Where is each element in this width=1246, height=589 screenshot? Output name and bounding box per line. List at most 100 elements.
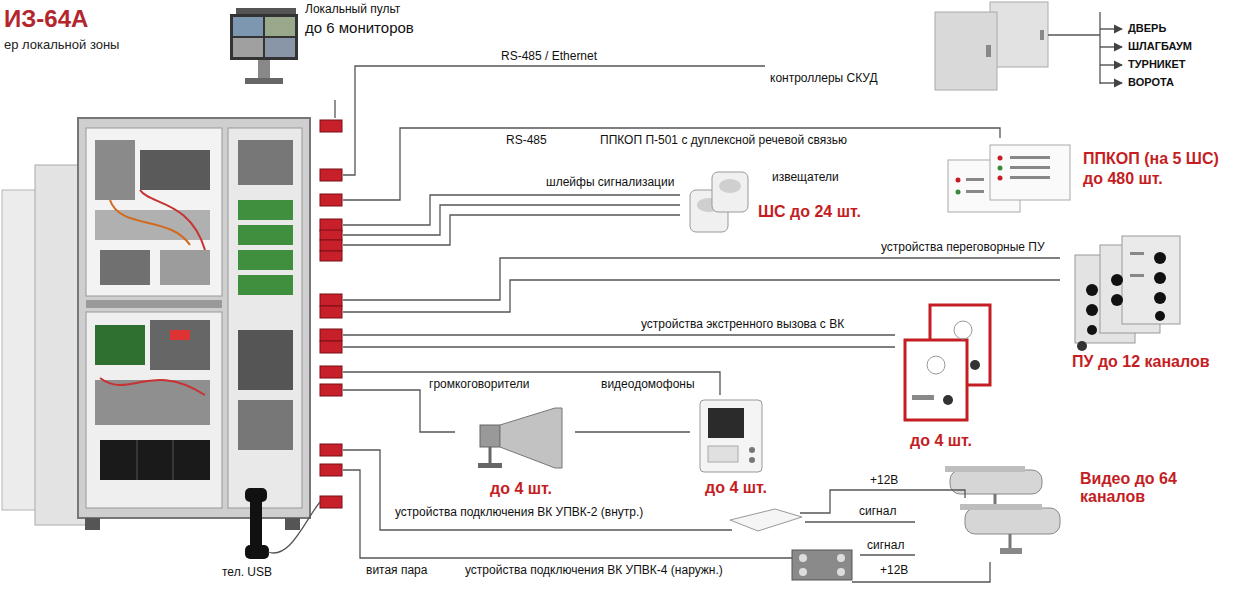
wire xyxy=(343,346,895,347)
call-unit: до 4 шт. xyxy=(895,300,995,460)
video-intercom: до 4 шт. xyxy=(690,395,800,500)
access-controller: контроллеры СКУД xyxy=(765,0,1055,95)
server-cabinet-drawing xyxy=(95,380,210,425)
call-unit-drawing xyxy=(905,305,990,420)
alarm-panel-drawing xyxy=(998,156,1003,161)
connector-label: видеодомофоны xyxy=(600,378,696,392)
server-cabinet-drawing xyxy=(95,325,145,365)
intercom-drawing xyxy=(1122,236,1180,324)
node-text: Видео до 64 каналов xyxy=(1080,470,1215,507)
node-text: устройства подключения ВК УПВК-4 (наружн… xyxy=(465,564,723,578)
connector xyxy=(343,450,390,530)
monitor xyxy=(265,17,295,36)
loudspeaker-drawing xyxy=(478,463,502,468)
video-intercom-drawing xyxy=(700,400,762,472)
server-cabinet-drawing xyxy=(160,250,210,285)
server-cabinet-drawing xyxy=(85,518,100,530)
node-text: до 4 шт. xyxy=(705,479,767,497)
intercom-drawing xyxy=(1154,292,1166,304)
server-cabinet-drawing xyxy=(285,518,300,530)
connection-unit-drawing xyxy=(837,568,845,576)
intercom-drawing xyxy=(1077,341,1087,351)
output-arrow xyxy=(1100,28,1122,29)
alarm-panel-drawing xyxy=(1010,166,1050,169)
connector xyxy=(343,334,895,335)
intercom-drawing xyxy=(1075,236,1180,351)
video-intercom-drawing xyxy=(700,400,762,472)
monitor xyxy=(230,8,298,84)
wire xyxy=(1048,34,1100,35)
server-cabinet-drawing xyxy=(238,400,293,450)
connector xyxy=(334,100,335,118)
server-cabinet-drawing xyxy=(140,150,210,190)
wire xyxy=(268,12,1100,582)
video-intercom-drawing xyxy=(749,447,755,453)
camera-drawing xyxy=(945,466,1060,554)
server-cabinet-drawing xyxy=(95,140,135,200)
camera-drawing xyxy=(965,508,1060,534)
alarm-panel-drawing xyxy=(948,145,1070,212)
camera-drawing xyxy=(1009,534,1012,550)
loudspeaker: до 4 шт. xyxy=(455,400,575,505)
connection-unit-drawing xyxy=(799,568,807,576)
server-cabinet-drawing xyxy=(238,275,293,295)
server-cabinet-drawing xyxy=(100,440,210,480)
connector xyxy=(860,554,915,555)
signal-name: +12В xyxy=(880,564,908,578)
server-cabinet-drawing xyxy=(238,140,293,185)
wire xyxy=(268,502,320,553)
connector-label: устройства переговорные ПУ xyxy=(880,241,1046,255)
wire xyxy=(852,562,990,582)
connector-block xyxy=(320,219,342,231)
connector-block xyxy=(320,444,342,456)
bus-note: ППКОП П-501 с дуплексной речевой связью xyxy=(600,134,847,148)
connection-unit-drawing xyxy=(730,509,802,531)
call-unit-drawing xyxy=(912,395,934,400)
connector-block xyxy=(320,240,342,251)
wire xyxy=(343,280,1060,312)
output-arrow xyxy=(1100,46,1122,47)
connector-label: устройства экстренного вызова с ВК xyxy=(640,318,845,332)
wire xyxy=(343,215,680,245)
connector-label: шлейфы сигнализации xyxy=(545,176,675,190)
call-unit-drawing xyxy=(927,356,945,374)
server-cabinet-drawing xyxy=(110,200,190,245)
loudspeaker-drawing xyxy=(500,408,562,468)
connection-unit-drawing xyxy=(730,509,852,580)
alarm-panel-drawing xyxy=(966,178,984,181)
wire xyxy=(390,529,732,530)
camera-drawing xyxy=(945,466,1025,472)
monitor xyxy=(230,14,298,60)
connector-block xyxy=(320,341,342,353)
connector xyxy=(343,205,680,235)
server-cabinet-drawing xyxy=(86,312,222,508)
alarm-panel-drawing xyxy=(1010,156,1050,159)
server-cabinet-drawing xyxy=(78,118,310,518)
server-cabinet-drawing xyxy=(86,300,222,308)
connector xyxy=(343,128,1000,200)
intercom-drawing xyxy=(1154,272,1166,284)
detector-drawing xyxy=(712,172,748,212)
output-name: ТУРНИКЕТ xyxy=(1128,58,1186,71)
intercom-drawing xyxy=(1155,311,1165,321)
output-name: ШЛАГБАУМ xyxy=(1128,40,1192,53)
connection-unit: устройства подключения ВК УПВК-2 (внутр.… xyxy=(390,505,805,545)
connector-block xyxy=(320,329,342,341)
controller-cabinet xyxy=(935,2,1048,90)
connector-label: витая пара xyxy=(365,564,428,578)
video-intercom-drawing xyxy=(708,446,738,462)
controller-cabinet xyxy=(990,2,1048,67)
intercom-drawing xyxy=(1086,284,1098,296)
node-text: ер локальной зоны xyxy=(4,38,119,53)
server-cabinet: ИЗ-64Аер локальной зоны xyxy=(0,118,343,558)
connector-label: громкоговорители xyxy=(428,378,530,392)
call-unit-drawing xyxy=(954,321,972,339)
call-unit-drawing xyxy=(943,395,953,405)
alarm-panel-drawing xyxy=(966,190,984,193)
detector: извещателиШС до 24 шт. xyxy=(680,165,870,240)
alarm-panel-drawing xyxy=(990,145,1070,200)
node-text: устройства подключения ВК УПВК-2 (внутр.… xyxy=(395,506,643,520)
